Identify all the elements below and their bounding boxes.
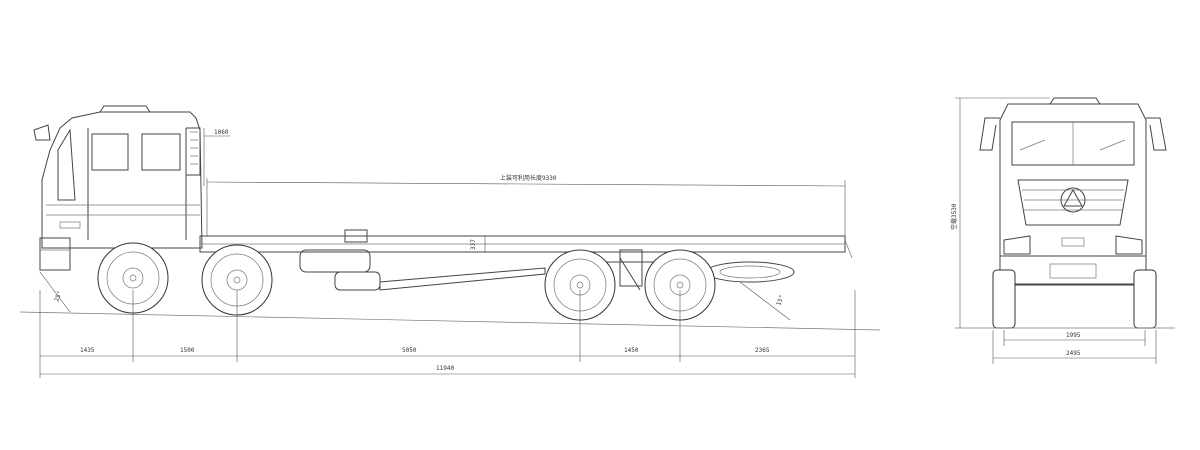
- ground-line: [19, 311, 881, 331]
- approach-angle-label: 25°: [53, 290, 63, 303]
- chassis-frame: [199, 229, 853, 291]
- front-left-tire: [992, 269, 1016, 329]
- wheelbase-1-label: 1500: [180, 347, 195, 354]
- dim-top-clearance: 1060: [203, 128, 230, 186]
- logo-emblem: [1060, 187, 1086, 213]
- wheelbase-2-label: 5050: [402, 347, 417, 354]
- rear-overhang-label: 2365: [755, 347, 770, 354]
- wheel-axle-1: [97, 242, 169, 314]
- wheel-axle-3: [544, 249, 616, 321]
- dim-overall-height: 空载3530: [950, 97, 1050, 328]
- dim-approach-angle: 25°: [39, 271, 71, 313]
- front-right-tire: [1133, 269, 1157, 329]
- right-headlight: [1115, 235, 1143, 255]
- track-width-label: 1995: [1066, 332, 1081, 339]
- wheel-axle-4: [644, 249, 716, 321]
- overall-height-label: 空载3530: [950, 203, 958, 230]
- dim-departure-angle: 15°: [739, 281, 791, 321]
- overall-width-label: 2495: [1066, 350, 1081, 357]
- front-bumper: [999, 255, 1147, 285]
- windshield: [1011, 121, 1135, 166]
- cab: [33, 105, 203, 271]
- top-clearance-label: 1060: [214, 129, 229, 136]
- departure-angle-label: 15°: [775, 294, 785, 307]
- left-headlight: [1003, 235, 1031, 255]
- dim-frame-height: 337: [470, 236, 486, 252]
- frame-height-label: 337: [470, 239, 477, 250]
- front-view: 空载3530 1995 2495: [950, 97, 1175, 364]
- dim-chain: 1435 1500 5050 1450 2365 11940: [39, 290, 856, 378]
- dim-upper-frame-length: 上装可利用长度9330: [206, 174, 846, 236]
- grille: [1017, 179, 1129, 226]
- side-view: 1060 上装可利用长度9330 337 25° 15°: [19, 105, 881, 378]
- wheelbase-3-label: 1450: [624, 347, 639, 354]
- upper-frame-length-label: 上装可利用长度9330: [500, 174, 557, 182]
- left-mirror: [979, 117, 1000, 151]
- overall-length-label: 11940: [436, 365, 454, 372]
- dim-overall-width: 2495: [992, 330, 1157, 364]
- front-overhang-label: 1435: [80, 347, 95, 354]
- right-mirror: [1146, 117, 1167, 151]
- dim-track-width: 1995: [1003, 330, 1146, 346]
